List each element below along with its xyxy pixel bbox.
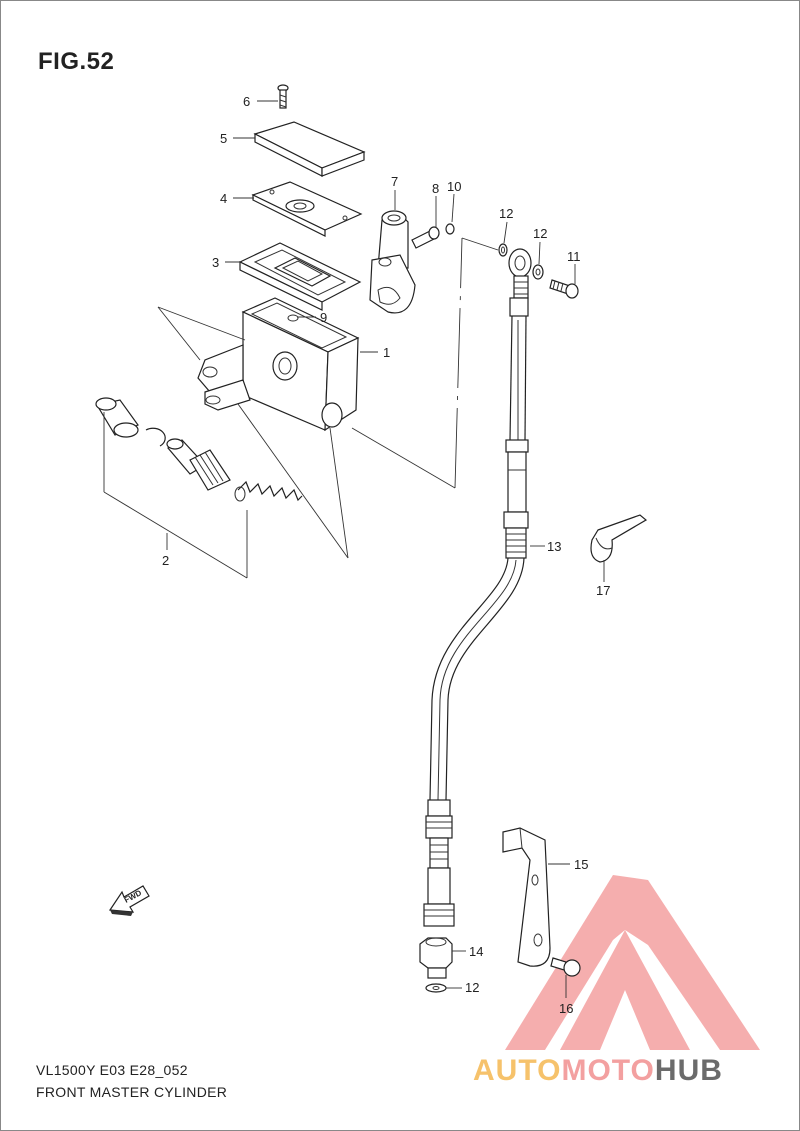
part-16-bolt [550, 957, 581, 977]
watermark-moto: MOTO [561, 1054, 654, 1087]
callout-17: 17 [596, 583, 610, 598]
watermark-text: AUTOMOTOHUB [473, 1054, 723, 1087]
callout-12-top: 12 [499, 206, 513, 221]
callout-6: 6 [243, 94, 250, 109]
callout-14: 14 [469, 944, 483, 959]
part-13-brake-hose [423, 248, 532, 927]
figure-title: FIG.52 [38, 48, 115, 75]
callout-12-bottom: 12 [465, 980, 479, 995]
figure-caption: FRONT MASTER CYLINDER [36, 1084, 228, 1100]
callout-2: 2 [162, 553, 169, 568]
watermark-auto: AUTO [473, 1054, 561, 1087]
part-3-diaphragm [238, 242, 362, 311]
callout-3: 3 [212, 255, 219, 270]
callout-13: 13 [547, 539, 561, 554]
callout-1: 1 [383, 345, 390, 360]
callout-7: 7 [391, 174, 398, 189]
part-17-clip [590, 514, 648, 563]
callout-4: 4 [220, 191, 227, 206]
part-10-washer [445, 223, 455, 235]
part-5-cap [253, 121, 366, 177]
callout-8: 8 [432, 181, 439, 196]
callout-10: 10 [447, 179, 461, 194]
watermark-hub: HUB [655, 1054, 723, 1087]
watermark-logo [505, 875, 760, 1050]
part-12-washer-bottom [425, 983, 447, 993]
part-12-washer-second [532, 264, 544, 280]
callout-5: 5 [220, 131, 227, 146]
part-12-washer-top [498, 243, 508, 257]
part-6-screw [277, 84, 289, 109]
part-7-clamp [369, 210, 416, 314]
fwd-arrow-icon [108, 885, 150, 916]
part-1-master-cylinder [197, 297, 360, 432]
part-15-bracket [502, 827, 551, 967]
assembly-guide-lines [157, 237, 499, 559]
callout-16: 16 [559, 1001, 573, 1016]
callout-15: 15 [574, 857, 588, 872]
part-2-bracket [103, 412, 248, 579]
callout-12-second: 12 [533, 226, 547, 241]
part-11-bolt [549, 279, 579, 299]
callout-9: 9 [320, 310, 327, 325]
callout-11: 11 [567, 249, 581, 264]
model-code: VL1500Y E03 E28_052 [36, 1062, 188, 1078]
part-14-nut [419, 937, 453, 979]
part-2-piston-kit [95, 397, 303, 502]
part-4-plate [251, 181, 363, 237]
part-8-bolt [411, 226, 440, 249]
